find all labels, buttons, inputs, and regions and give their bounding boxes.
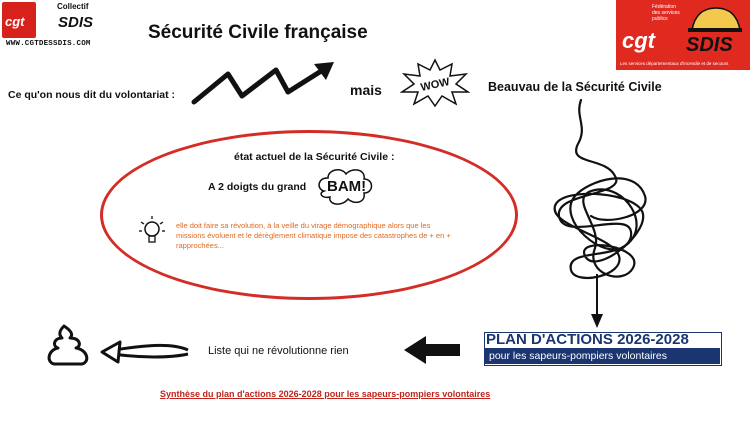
cgt-logo-text: cgt (5, 14, 25, 29)
lightbulb-icon (139, 216, 165, 243)
tangled-scribble-icon (553, 98, 647, 328)
beauvau-label: Beauvau de la Sécurité Civile (488, 80, 662, 94)
cgt-logo-text-right: cgt (622, 28, 655, 53)
bold-left-arrow-icon (404, 336, 460, 364)
poop-icon (47, 324, 89, 366)
sdis-logo-text-right: SDIS (686, 34, 733, 56)
sdis-logo-text: SDIS (58, 14, 94, 31)
collectif-label: Collectif (57, 2, 89, 11)
bam-cloud-icon (318, 169, 373, 205)
zigzag-up-arrow-icon (191, 62, 334, 105)
red-ellipse-frame (100, 130, 518, 300)
federation-label: Fédération des services publics (652, 4, 680, 22)
revolution-description: elle doit faire sa révolution, à la veil… (176, 221, 451, 250)
cgt-logo-box (2, 2, 36, 38)
plan-actions-subtitle-bar (484, 348, 720, 364)
cgt-sdis-right-logo: Fédération des services publics cgt SDIS… (616, 0, 750, 70)
mais-label: mais (350, 82, 382, 98)
logo-footer-text: Les services départementaux d'incendie e… (620, 61, 729, 66)
collectif-cgt-sdis-logo: cgt Collectif SDIS WWW.CGTDESSDIS.COM (0, 0, 104, 50)
synthese-link[interactable]: Synthèse du plan d'actions 2026-2028 pou… (160, 389, 491, 399)
wow-burst-icon: WOW (400, 58, 470, 108)
liste-label: Liste qui ne révolutionne rien (208, 345, 349, 357)
firefighter-helmet-icon (688, 7, 742, 32)
plan-actions-subtitle: pour les sapeurs-pompiers volontaires (489, 350, 668, 362)
left-arrow-icon (100, 340, 189, 364)
plan-actions-title: PLAN D'ACTIONS 2026-2028 (486, 331, 689, 348)
etat-actuel-label: état actuel de la Sécurité Civile : (234, 151, 395, 163)
page-title: Sécurité Civile française (148, 22, 368, 43)
bam-text: BAM! (327, 178, 367, 195)
website-url: WWW.CGTDESSDIS.COM (6, 40, 91, 48)
deux-doigts-label: A 2 doigts du grand (208, 181, 307, 193)
volontariat-label: Ce qu'on nous dit du volontariat : (8, 89, 175, 101)
